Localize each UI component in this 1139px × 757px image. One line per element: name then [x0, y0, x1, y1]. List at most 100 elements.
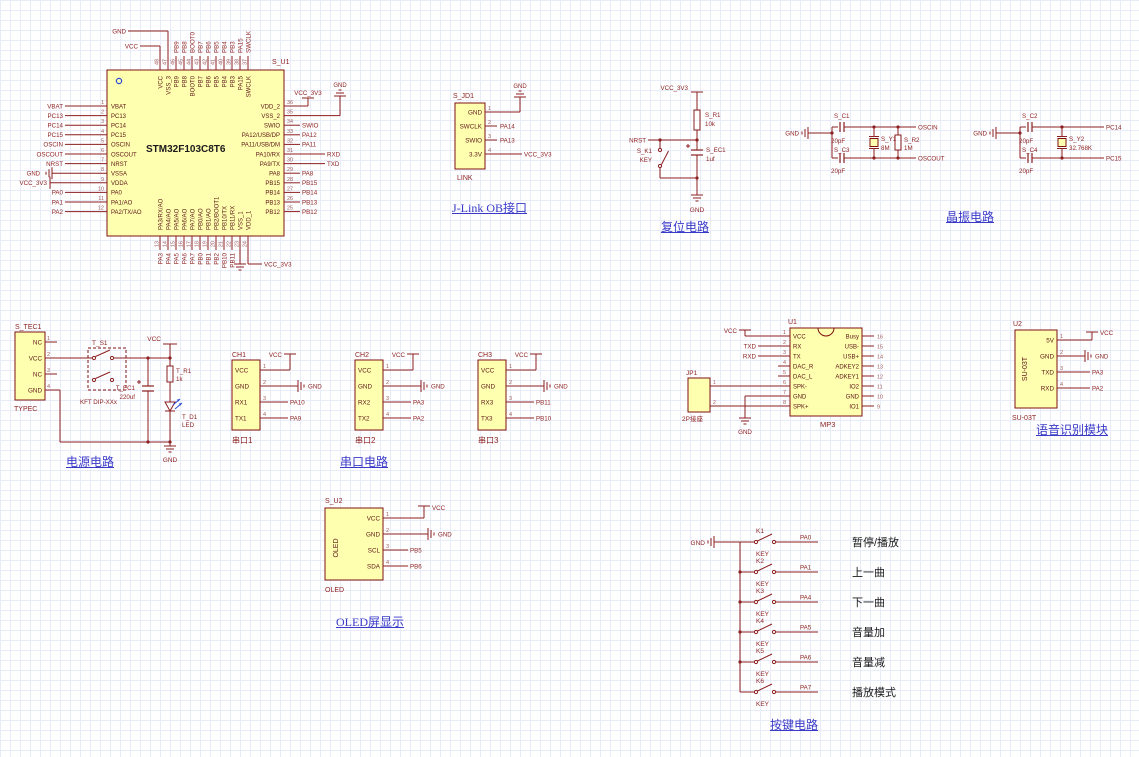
net-label[interactable]: PA3: [413, 399, 425, 406]
net-label[interactable]: VCC: [125, 44, 139, 51]
switch-contact[interactable]: [109, 377, 115, 383]
net-label[interactable]: PB0: [198, 252, 205, 264]
net-label[interactable]: TXD: [744, 343, 757, 350]
net-label[interactable]: PB1: [206, 252, 213, 264]
net-label[interactable]: PA3: [1092, 369, 1104, 376]
switch-contact[interactable]: [657, 163, 663, 169]
net-label[interactable]: VCC_3V3: [19, 180, 47, 187]
voice-body[interactable]: [1014, 329, 1058, 409]
net-label[interactable]: VCC_3V3: [524, 151, 552, 158]
switch-contact[interactable]: [771, 569, 777, 575]
switch-contact[interactable]: [657, 147, 663, 153]
net-label[interactable]: PA2: [413, 415, 425, 422]
net-label[interactable]: PB11: [536, 399, 551, 406]
net-label[interactable]: VCC: [724, 328, 738, 335]
switch-lever[interactable]: [95, 371, 111, 379]
net-label[interactable]: GND: [163, 457, 178, 464]
net-label[interactable]: PA4: [800, 595, 812, 602]
mcu-body[interactable]: [106, 69, 285, 237]
net-label[interactable]: PB3: [230, 41, 237, 53]
net-label[interactable]: PC13: [48, 113, 64, 120]
serial-port-body[interactable]: [231, 359, 261, 431]
typec-body[interactable]: [14, 331, 46, 401]
net-label[interactable]: BOOT0: [190, 31, 197, 53]
jlink-body[interactable]: [454, 102, 486, 170]
net-label[interactable]: VCC: [515, 352, 529, 359]
net-label[interactable]: PA7: [190, 252, 197, 264]
net-label[interactable]: PB12: [302, 209, 318, 216]
serial-port-body[interactable]: [477, 359, 507, 431]
crystal-body[interactable]: [1057, 138, 1067, 147]
net-label[interactable]: PC14: [48, 123, 64, 130]
net-label[interactable]: VCC: [392, 352, 406, 359]
net-label[interactable]: PC15: [48, 132, 64, 139]
resistor-body[interactable]: [166, 365, 174, 383]
net-label[interactable]: PB13: [302, 199, 318, 206]
net-label[interactable]: PA13: [500, 137, 515, 144]
net-label[interactable]: PB6: [206, 41, 213, 53]
key-lever[interactable]: [757, 683, 773, 692]
net-label[interactable]: NRST: [629, 138, 646, 145]
net-label[interactable]: RXD: [327, 151, 341, 158]
net-label[interactable]: PB6: [410, 563, 422, 570]
net-label[interactable]: GND: [27, 172, 41, 178]
net-label[interactable]: PB4: [222, 41, 229, 53]
switch-contact[interactable]: [753, 689, 759, 695]
net-label[interactable]: GND: [1095, 354, 1109, 360]
switch-contact[interactable]: [91, 377, 97, 383]
net-label[interactable]: PA5: [174, 252, 181, 264]
net-label[interactable]: GND: [308, 383, 322, 390]
net-label[interactable]: GND: [691, 540, 706, 547]
net-label[interactable]: VCC_3V3: [294, 90, 322, 97]
net-label[interactable]: OSCIN: [918, 125, 938, 132]
net-label[interactable]: PA11: [302, 142, 317, 149]
net-label[interactable]: SWIO: [302, 123, 319, 130]
net-label[interactable]: PA4: [166, 252, 173, 264]
net-label[interactable]: VCC_3V3: [660, 85, 688, 92]
switch-contact[interactable]: [753, 659, 759, 665]
net-label[interactable]: VCC: [269, 352, 283, 359]
power-switch-body[interactable]: [87, 347, 127, 391]
crystal-body[interactable]: [869, 138, 879, 147]
net-label[interactable]: GND: [112, 29, 126, 36]
net-label[interactable]: OSCOUT: [37, 151, 64, 158]
key-lever[interactable]: [757, 593, 773, 602]
switch-contact[interactable]: [771, 539, 777, 545]
net-label[interactable]: PA0: [52, 190, 64, 197]
net-label[interactable]: NRST: [46, 161, 63, 168]
net-label[interactable]: PA0: [800, 535, 812, 542]
net-label[interactable]: PA12: [302, 132, 317, 139]
net-label[interactable]: PA2: [1092, 385, 1104, 392]
net-label[interactable]: GND: [690, 207, 705, 214]
switch-contact[interactable]: [753, 569, 759, 575]
net-label[interactable]: PB15: [302, 180, 318, 187]
net-label[interactable]: GND: [333, 83, 347, 89]
net-label[interactable]: SWCLK: [246, 30, 253, 53]
switch-lever[interactable]: [661, 150, 669, 165]
switch-contact[interactable]: [771, 659, 777, 665]
net-label[interactable]: TXD: [327, 161, 340, 168]
net-label[interactable]: PB10: [222, 252, 229, 268]
net-label[interactable]: PA3: [158, 252, 165, 264]
net-label[interactable]: VCC: [1100, 330, 1114, 337]
serial-port-body[interactable]: [354, 359, 384, 431]
net-label[interactable]: PA1: [800, 565, 812, 572]
switch-contact[interactable]: [771, 629, 777, 635]
key-lever[interactable]: [757, 563, 773, 572]
net-label[interactable]: PA9: [290, 415, 302, 422]
net-label[interactable]: PC15: [1106, 156, 1122, 163]
switch-contact[interactable]: [91, 355, 97, 361]
net-label[interactable]: PA7: [800, 685, 812, 692]
net-label[interactable]: GND: [785, 131, 799, 138]
net-label[interactable]: PB11: [230, 252, 237, 267]
net-label[interactable]: OSCOUT: [918, 156, 945, 163]
net-label[interactable]: VCC: [432, 505, 446, 512]
led-triangle[interactable]: [164, 401, 176, 413]
net-label[interactable]: VCC_3V3: [264, 262, 292, 269]
net-label[interactable]: PA8: [302, 171, 314, 178]
net-label[interactable]: PB7: [198, 41, 205, 53]
net-label[interactable]: OSCIN: [43, 142, 63, 149]
net-label[interactable]: PC14: [1106, 125, 1122, 132]
net-label[interactable]: GND: [431, 383, 445, 390]
net-label[interactable]: PA10: [290, 399, 305, 406]
